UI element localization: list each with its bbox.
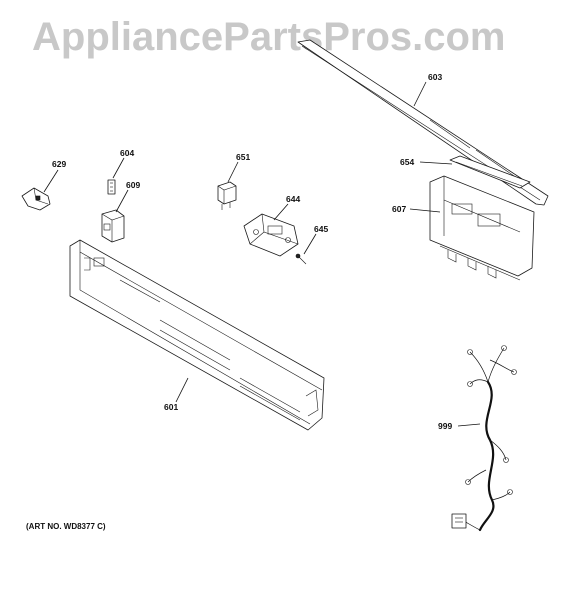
- callout-644: 644: [286, 194, 300, 204]
- art-number-label: (ART NO. WD8377 C): [26, 522, 106, 531]
- callout-601: 601: [164, 402, 178, 412]
- leader-607: [409, 208, 441, 213]
- leader-603: [413, 81, 427, 107]
- part-645-screw[interactable]: [295, 253, 307, 265]
- part-651-connector[interactable]: [217, 181, 237, 210]
- part-609-switch[interactable]: [101, 209, 125, 243]
- callout-609: 609: [126, 180, 140, 190]
- callout-651: 651: [236, 152, 250, 162]
- leader-651: [227, 161, 239, 183]
- callout-603: 603: [428, 72, 442, 82]
- callout-654: 654: [400, 157, 414, 167]
- leader-604: [112, 157, 125, 179]
- part-601-panel-housing[interactable]: [69, 239, 325, 431]
- callout-645: 645: [314, 224, 328, 234]
- part-629-bracket[interactable]: [21, 187, 51, 211]
- callout-604: 604: [120, 148, 134, 158]
- part-607-control-board[interactable]: [429, 175, 535, 281]
- part-999-wire-harness[interactable]: [451, 345, 517, 532]
- leader-629: [43, 169, 59, 193]
- watermark-text: AppliancePartsPros.com: [32, 15, 506, 59]
- part-644-assembly[interactable]: [243, 213, 299, 257]
- part-654-strip[interactable]: [449, 155, 531, 189]
- leader-644: [273, 203, 289, 221]
- leader-999: [457, 423, 481, 427]
- callout-607: 607: [392, 204, 406, 214]
- leader-654: [419, 161, 453, 165]
- leader-601: [175, 377, 189, 403]
- leader-609: [115, 189, 129, 213]
- callout-629: 629: [52, 159, 66, 169]
- leader-645: [303, 233, 317, 255]
- part-604-clip[interactable]: [107, 179, 116, 195]
- callout-999: 999: [438, 421, 452, 431]
